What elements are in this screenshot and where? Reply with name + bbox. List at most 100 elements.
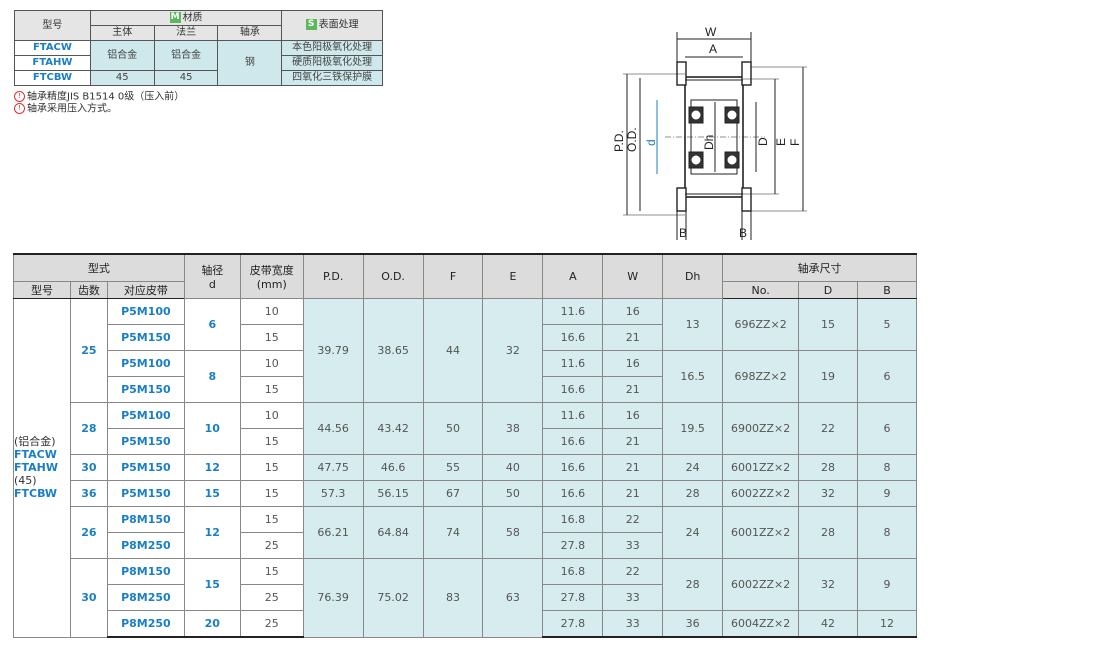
flange-top-left <box>676 61 687 86</box>
teeth-cell: 30 <box>69 558 108 638</box>
header-bearing: 轴承尺寸 <box>722 253 917 282</box>
e-cell: 63 <box>482 558 544 638</box>
ball-tr <box>727 110 737 120</box>
dh-cell: 13 <box>662 298 724 351</box>
e-cell: 58 <box>482 506 544 559</box>
table-row: P8M250 25 27.8 33 <box>14 584 917 611</box>
shaft-cell: 10 <box>183 402 241 455</box>
header-model: 型号 <box>13 281 71 299</box>
belt-cell: P8M250 <box>106 532 185 559</box>
label-pd: P.D. <box>612 130 626 152</box>
bearing-no-cell: 696ZZ×2 <box>722 298 800 351</box>
label-dh: Dh <box>702 135 716 150</box>
a-cell: 11.6 <box>542 298 604 325</box>
w-cell: 16 <box>602 298 664 325</box>
bearing-d-cell: 42 <box>798 610 858 638</box>
w-cell: 16 <box>602 402 664 429</box>
a-cell: 27.8 <box>542 584 604 611</box>
label-e: E <box>774 138 788 146</box>
bearing-b-cell: 8 <box>856 506 918 559</box>
bearing-d-cell: 32 <box>798 480 858 507</box>
note-line: !轴承采用压入方式。 <box>14 102 184 114</box>
a-cell: 27.8 <box>542 610 604 638</box>
label-w: W <box>705 25 717 39</box>
teeth-cell: 25 <box>69 298 108 403</box>
bearing-d-cell: 32 <box>798 558 858 611</box>
header-bearing-no: No. <box>722 281 800 299</box>
bearing-b-cell: 9 <box>856 558 918 611</box>
a-cell: 16.6 <box>542 480 604 507</box>
teeth-cell: 28 <box>69 402 108 455</box>
pd-cell: 44.56 <box>302 402 364 455</box>
width-cell: 25 <box>239 532 304 559</box>
belt-cell: P5M150 <box>106 480 185 507</box>
width-cell: 15 <box>239 558 304 585</box>
belt-cell: P5M150 <box>106 428 185 455</box>
w-cell: 33 <box>602 610 664 638</box>
od-cell: 43.42 <box>362 402 424 455</box>
a-cell: 16.6 <box>542 376 604 403</box>
w-cell: 21 <box>602 454 664 481</box>
teeth-cell: 26 <box>69 506 108 559</box>
a-cell: 16.8 <box>542 506 604 533</box>
pd-cell: 66.21 <box>302 506 364 559</box>
table-row: P5M150 15 16.6 21 <box>14 324 917 351</box>
mat-surface-cell: 四氧化三铁保护膜 <box>281 70 383 86</box>
label-f: F <box>788 139 802 146</box>
bearing-d-cell: 19 <box>798 350 858 403</box>
header-belt: 对应皮带 <box>106 281 185 299</box>
header-belt-width: 皮带宽度(mm) <box>239 253 304 299</box>
ball-bl <box>691 155 701 165</box>
label-a: A <box>709 42 717 56</box>
w-cell: 21 <box>602 480 664 507</box>
a-cell: 11.6 <box>542 402 604 429</box>
table-row: P5M100 8 10 11.6 16 16.5 698ZZ×2 19 6 <box>14 350 918 403</box>
header-teeth: 齿数 <box>69 281 108 299</box>
dh-cell: 28 <box>662 558 724 611</box>
dh-cell: 36 <box>662 610 724 638</box>
table-row: 30 P8M150 15 15 76.39 75.02 83 63 16.8 2… <box>14 558 918 638</box>
w-cell: 22 <box>602 558 664 585</box>
belt-cell: P8M250 <box>106 610 185 638</box>
label-d: d <box>644 139 658 146</box>
belt-cell: P5M150 <box>106 324 185 351</box>
shaft-cell: 12 <box>183 506 241 559</box>
w-cell: 21 <box>602 428 664 455</box>
a-cell: 16.6 <box>542 428 604 455</box>
shaft-cell: 15 <box>183 558 241 611</box>
bearing-b-cell: 6 <box>856 402 918 455</box>
table-row: P5M150 15 16.6 21 <box>14 376 917 403</box>
header-e: E <box>482 253 544 299</box>
teeth-cell: 30 <box>69 454 108 481</box>
bearing-b-cell: 9 <box>856 480 918 507</box>
bearing-no-cell: 6002ZZ×2 <box>722 558 800 611</box>
width-cell: 15 <box>239 506 304 533</box>
table-row: P8M250 20 25 27.8 33 36 6004ZZ×2 42 12 <box>14 610 918 638</box>
bearing-d-cell: 22 <box>798 402 858 455</box>
e-cell: 50 <box>482 480 544 507</box>
w-cell: 33 <box>602 584 664 611</box>
bearing-no-cell: 6900ZZ×2 <box>722 402 800 455</box>
bearing-d-cell: 15 <box>798 298 858 351</box>
caution-icon: ! <box>14 102 25 114</box>
width-cell: 15 <box>239 428 304 455</box>
belt-cell: P5M150 <box>106 376 185 403</box>
mat-model-cell: FTCBW <box>14 70 91 86</box>
table-row: 30 P5M150 12 15 47.75 46.6 55 40 16.6 21… <box>14 454 918 481</box>
header-od: O.D. <box>362 253 424 299</box>
ball-br <box>727 155 737 165</box>
label-b2: B <box>739 226 747 240</box>
width-cell: 25 <box>239 584 304 611</box>
mat-flange-cell: 铝合金 <box>153 40 219 71</box>
e-cell: 40 <box>482 454 544 481</box>
a-cell: 16.6 <box>542 324 604 351</box>
width-cell: 10 <box>239 402 304 429</box>
width-cell: 25 <box>239 610 304 638</box>
bearing-b-cell: 6 <box>856 350 918 403</box>
width-cell: 10 <box>239 350 304 377</box>
shaft-cell: 8 <box>183 350 241 403</box>
f-cell: 67 <box>422 480 484 507</box>
mat-header-model: 型号 <box>14 10 91 41</box>
w-cell: 21 <box>602 376 664 403</box>
